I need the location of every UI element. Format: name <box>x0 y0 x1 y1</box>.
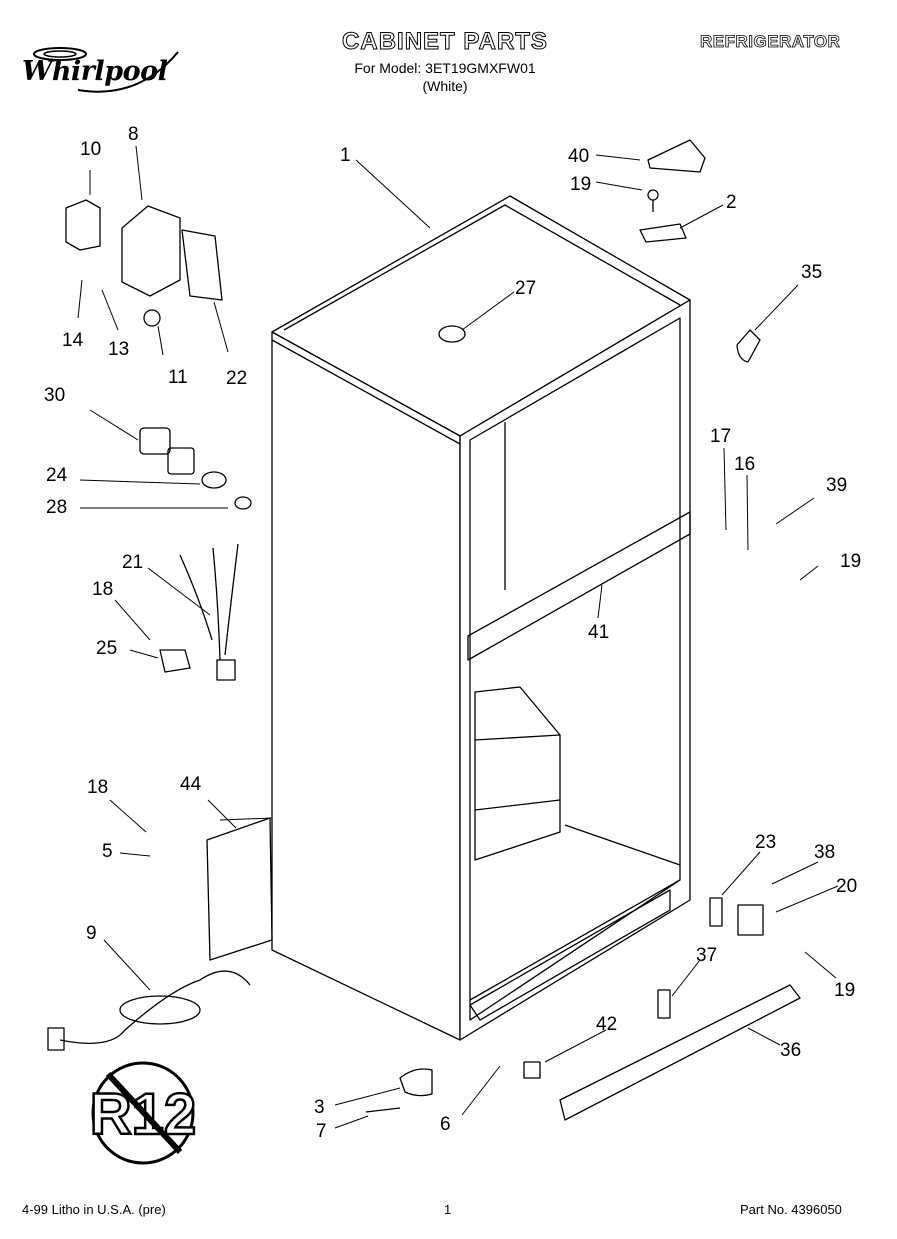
callout: 16 <box>734 454 755 475</box>
callout: 7 <box>316 1121 327 1142</box>
r12-not-used-stamp: R12 <box>89 1061 197 1165</box>
callout: 24 <box>46 465 68 486</box>
product-category: REFRIGERATOR <box>700 32 841 52</box>
gasket-30 <box>139 427 171 455</box>
callout: 27 <box>515 278 536 299</box>
part-number: Part No. 4396050 <box>740 1202 842 1217</box>
callout: 19 <box>834 980 855 1001</box>
callout: 23 <box>755 832 776 853</box>
access-cover <box>206 817 273 961</box>
callout: 39 <box>826 475 847 496</box>
page-number: 1 <box>444 1202 452 1217</box>
callout: 9 <box>86 923 97 944</box>
whirlpool-logo <box>33 47 179 93</box>
callout: 37 <box>696 945 717 966</box>
callout: 6 <box>440 1114 451 1135</box>
grommet <box>234 496 252 510</box>
leveling-bracket <box>399 1068 433 1097</box>
callout: 20 <box>836 876 857 897</box>
callout: 21 <box>122 552 143 573</box>
logo-wordmark: Whirlpool <box>22 56 168 87</box>
mounting-bracket <box>181 229 223 301</box>
callout: 13 <box>108 339 129 360</box>
callout: 18 <box>87 777 108 798</box>
bottom-hinge <box>737 904 764 936</box>
callout: 10 <box>80 139 101 160</box>
callout: 5 <box>102 841 113 862</box>
cabinet <box>271 195 691 1041</box>
callout: 22 <box>226 368 247 389</box>
callout: 14 <box>62 330 84 351</box>
model-number: For Model: 3ET19GMXFW01 <box>354 60 536 76</box>
callout: 17 <box>710 426 731 447</box>
callout: 18 <box>92 579 113 600</box>
divider-rail <box>467 511 691 661</box>
callout: 41 <box>588 622 609 643</box>
hinge-pin-cap <box>736 329 761 363</box>
callout: 38 <box>814 842 835 863</box>
power-cord <box>59 970 251 1044</box>
wire-harness <box>179 543 239 661</box>
callout: 2 <box>726 192 737 213</box>
callout: 35 <box>801 262 822 283</box>
page-title: CABINET PARTS <box>342 28 548 56</box>
cabinet-plug <box>438 325 466 343</box>
roller-42 <box>523 1061 541 1079</box>
hinge-cover <box>647 139 706 173</box>
callout: 11 <box>168 367 188 388</box>
callout: 19 <box>840 551 861 572</box>
top-hinge <box>639 223 687 243</box>
callout: 8 <box>128 124 139 145</box>
callout: 1 <box>340 145 351 166</box>
callout: 3 <box>314 1097 325 1118</box>
callout: 19 <box>570 174 591 195</box>
callout: 36 <box>780 1040 801 1061</box>
model-color: (White) <box>422 78 468 94</box>
callout: 25 <box>96 638 117 659</box>
callout-labels: 1 2 3 5 6 7 8 9 10 11 13 14 17 16 18 18 … <box>44 124 861 1142</box>
callout: 44 <box>180 774 202 795</box>
relay <box>65 199 101 251</box>
grille-clip <box>657 989 671 1019</box>
callout: 28 <box>46 497 67 518</box>
callout: 40 <box>568 146 589 167</box>
cord-clip <box>159 649 191 673</box>
footer-litho: 4-99 Litho in U.S.A. (pre) <box>22 1202 166 1217</box>
callout: 42 <box>596 1014 617 1035</box>
control-housing <box>121 205 181 297</box>
callout: 30 <box>44 385 65 406</box>
toe-grille <box>559 984 801 1121</box>
